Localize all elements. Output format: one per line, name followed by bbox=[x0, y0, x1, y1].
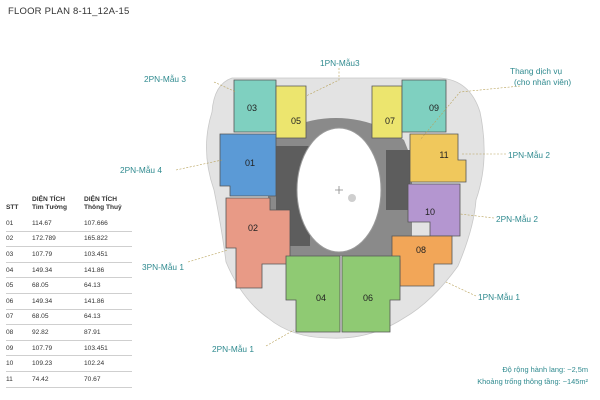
callout-1pn-mau2: 1PN-Mẫu 2 bbox=[508, 150, 550, 160]
callout-2pn-mau1: 2PN-Mẫu 1 bbox=[212, 344, 254, 354]
unit-label-04: 04 bbox=[316, 293, 326, 303]
callout-1pn-mau1: 1PN-Mẫu 1 bbox=[478, 292, 520, 302]
leader-3pn-mau1 bbox=[187, 249, 229, 263]
cell-stt: 01 bbox=[6, 216, 32, 232]
callout-2pn-mau3: 2PN-Mẫu 3 bbox=[144, 74, 186, 84]
cell-net-area: 141.86 bbox=[84, 262, 132, 279]
callout-cho-nhan-vien: (cho nhân viên) bbox=[514, 77, 571, 87]
cell-stt: 10 bbox=[6, 355, 32, 372]
unit-02[interactable] bbox=[225, 197, 291, 289]
callout-3pn-mau1: 3PN-Mẫu 1 bbox=[142, 262, 184, 272]
cell-gross-area: 109.23 bbox=[32, 355, 84, 372]
leader-1pn-mau1 bbox=[445, 281, 477, 297]
unit-09[interactable] bbox=[401, 79, 447, 133]
cell-net-area: 102.24 bbox=[84, 355, 132, 372]
cell-stt: 03 bbox=[6, 246, 32, 263]
callout-thang-dich-vu: Thang dịch vụ bbox=[510, 66, 563, 76]
cell-stt: 02 bbox=[6, 231, 32, 248]
callout-1pn-mau3: 1PN-Mẫu3 bbox=[320, 58, 360, 68]
unit-label-11: 11 bbox=[439, 150, 448, 160]
plan-title: FLOOR PLAN 8-11_12A-15 bbox=[8, 6, 130, 17]
cell-net-area: 103.451 bbox=[84, 340, 132, 357]
cell-gross-area: 68.05 bbox=[32, 309, 84, 326]
cell-stt: 08 bbox=[6, 324, 32, 341]
cell-gross-area: 68.05 bbox=[32, 277, 84, 294]
unit-01[interactable] bbox=[219, 133, 277, 197]
unit-label-01: 01 bbox=[245, 158, 255, 168]
unit-label-02: 02 bbox=[248, 223, 258, 233]
callout-2pn-mau2: 2PN-Mẫu 2 bbox=[496, 214, 538, 224]
cell-gross-area: 107.79 bbox=[32, 340, 84, 357]
leader-thang-dich-vu bbox=[419, 85, 521, 141]
corridor-width-note: Độ rộng hành lang: ~2,5m bbox=[502, 365, 588, 374]
cell-stt: 11 bbox=[6, 371, 32, 388]
unit-06[interactable] bbox=[341, 255, 401, 333]
cell-gross-area: 149.34 bbox=[32, 293, 84, 310]
cell-net-area: 70.67 bbox=[84, 371, 132, 388]
leader-1pn-mau3 bbox=[305, 68, 340, 97]
cell-stt: 07 bbox=[6, 309, 32, 326]
leader-2pn-mau2 bbox=[459, 213, 495, 219]
atrium-cross-marker bbox=[335, 186, 343, 194]
cell-net-area: 103.451 bbox=[84, 246, 132, 263]
leader-2pn-mau3 bbox=[213, 81, 237, 93]
unit-label-05: 05 bbox=[291, 116, 301, 126]
core-right-block bbox=[386, 150, 410, 210]
unit-07[interactable] bbox=[371, 85, 403, 139]
leader-2pn-mau4 bbox=[175, 159, 223, 171]
cell-gross-area: 172.789 bbox=[32, 231, 84, 248]
callout-2pn-mau4: 2PN-Mẫu 4 bbox=[120, 165, 162, 175]
unit-label-08: 08 bbox=[416, 245, 426, 255]
void-area-note: Khoảng trống thông tầng: ~145m² bbox=[477, 377, 588, 386]
unit-11[interactable] bbox=[409, 133, 467, 183]
cell-gross-area: 114.67 bbox=[32, 216, 84, 232]
cell-stt: 06 bbox=[6, 293, 32, 310]
unit-label-06: 06 bbox=[363, 293, 373, 303]
cell-gross-area: 92.82 bbox=[32, 324, 84, 341]
unit-label-03: 03 bbox=[247, 103, 257, 113]
unit-05[interactable] bbox=[275, 85, 307, 139]
cell-stt: 04 bbox=[6, 262, 32, 279]
unit-label-07: 07 bbox=[385, 116, 395, 126]
cell-gross-area: 107.79 bbox=[32, 246, 84, 263]
cell-gross-area: 149.34 bbox=[32, 262, 84, 279]
cell-stt: 05 bbox=[6, 277, 32, 294]
cell-net-area: 165.822 bbox=[84, 231, 132, 248]
cell-stt: 09 bbox=[6, 340, 32, 357]
atrium-fixture bbox=[348, 194, 356, 202]
leader-2pn-mau1 bbox=[265, 329, 295, 347]
cell-net-area: 64.13 bbox=[84, 277, 132, 294]
cell-gross-area: 74.42 bbox=[32, 371, 84, 388]
unit-04[interactable] bbox=[285, 255, 341, 333]
cell-net-area: 87.91 bbox=[84, 324, 132, 341]
unit-label-10: 10 bbox=[425, 207, 435, 217]
cell-net-area: 64.13 bbox=[84, 309, 132, 326]
unit-label-09: 09 bbox=[429, 103, 439, 113]
cell-net-area: 141.86 bbox=[84, 293, 132, 310]
cell-net-area: 107.666 bbox=[84, 216, 132, 232]
col-header-stt: STT bbox=[6, 204, 19, 211]
